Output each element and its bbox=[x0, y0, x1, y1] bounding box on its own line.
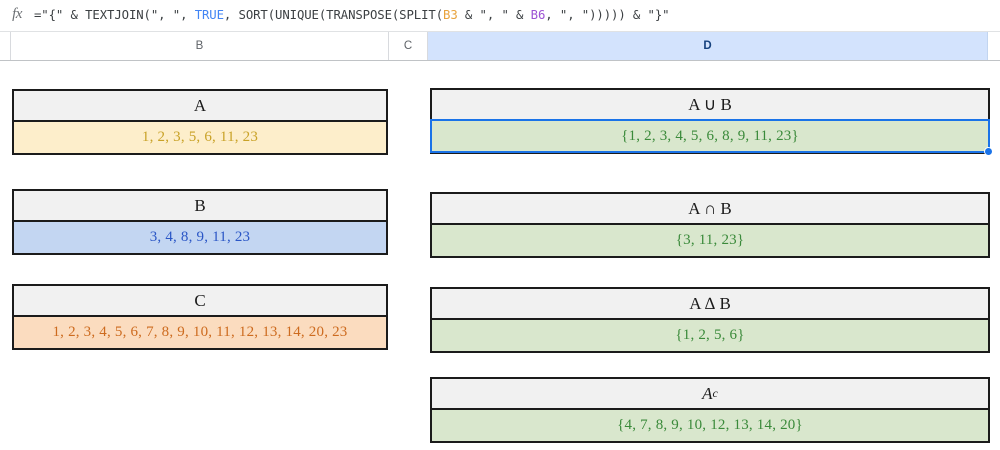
set-c-table: C 1, 2, 3, 4, 5, 6, 7, 8, 9, 10, 11, 12,… bbox=[12, 284, 388, 350]
set-a-header[interactable]: A bbox=[14, 91, 386, 122]
union-value[interactable]: {1, 2, 3, 4, 5, 6, 8, 9, 11, 23} bbox=[432, 121, 988, 152]
formula-segment-4: , ", "))))) & "}" bbox=[545, 7, 670, 22]
column-header-c[interactable]: C bbox=[389, 32, 428, 60]
set-b-table: B 3, 4, 8, 9, 11, 23 bbox=[12, 189, 388, 255]
complement-header-superscript: c bbox=[712, 386, 718, 400]
symmetric-difference-value[interactable]: {1, 2, 5, 6} bbox=[432, 320, 988, 351]
complement-header-base: A bbox=[702, 383, 713, 403]
corner-gutter[interactable] bbox=[0, 32, 11, 60]
formula-segment-1: ="{" & TEXTJOIN(", ", bbox=[34, 7, 195, 22]
column-header-row: B C D bbox=[0, 31, 1000, 61]
fill-handle[interactable] bbox=[984, 147, 993, 156]
fx-icon: fx bbox=[12, 6, 22, 22]
formula-token-ref-b3: B3 bbox=[443, 7, 458, 22]
union-header[interactable]: A ∪ B bbox=[432, 90, 988, 121]
formula-token-true: TRUE bbox=[194, 7, 224, 22]
set-a-value[interactable]: 1, 2, 3, 5, 6, 11, 23 bbox=[14, 122, 386, 153]
set-c-value[interactable]: 1, 2, 3, 4, 5, 6, 7, 8, 9, 10, 11, 12, 1… bbox=[14, 317, 386, 348]
formula-token-ref-b6: B6 bbox=[530, 7, 546, 22]
set-b-value[interactable]: 3, 4, 8, 9, 11, 23 bbox=[14, 222, 386, 253]
formula-input[interactable]: ="{" & TEXTJOIN(", ", TRUE, SORT(UNIQUE(… bbox=[34, 7, 670, 22]
symmetric-difference-header[interactable]: A ∆ B bbox=[432, 289, 988, 320]
intersection-table: A ∩ B {3, 11, 23} bbox=[430, 192, 990, 258]
formula-segment-2: , SORT(UNIQUE(TRANSPOSE(SPLIT( bbox=[223, 7, 444, 22]
formula-segment-3: & ", " & bbox=[457, 7, 531, 22]
formula-bar[interactable]: fx ="{" & TEXTJOIN(", ", TRUE, SORT(UNIQ… bbox=[0, 0, 1000, 29]
set-c-header[interactable]: C bbox=[14, 286, 386, 317]
set-b-header[interactable]: B bbox=[14, 191, 386, 222]
union-table: A ∪ B {1, 2, 3, 4, 5, 6, 8, 9, 11, 23} bbox=[430, 88, 990, 154]
complement-value[interactable]: {4, 7, 8, 9, 10, 12, 13, 14, 20} bbox=[432, 410, 988, 441]
intersection-header[interactable]: A ∩ B bbox=[432, 194, 988, 225]
column-header-b[interactable]: B bbox=[11, 32, 389, 60]
spreadsheet-grid[interactable]: A 1, 2, 3, 5, 6, 11, 23 B 3, 4, 8, 9, 11… bbox=[0, 61, 1000, 450]
symmetric-difference-table: A ∆ B {1, 2, 5, 6} bbox=[430, 287, 990, 353]
column-header-d[interactable]: D bbox=[428, 32, 988, 60]
set-a-table: A 1, 2, 3, 5, 6, 11, 23 bbox=[12, 89, 388, 155]
intersection-value[interactable]: {3, 11, 23} bbox=[432, 225, 988, 256]
